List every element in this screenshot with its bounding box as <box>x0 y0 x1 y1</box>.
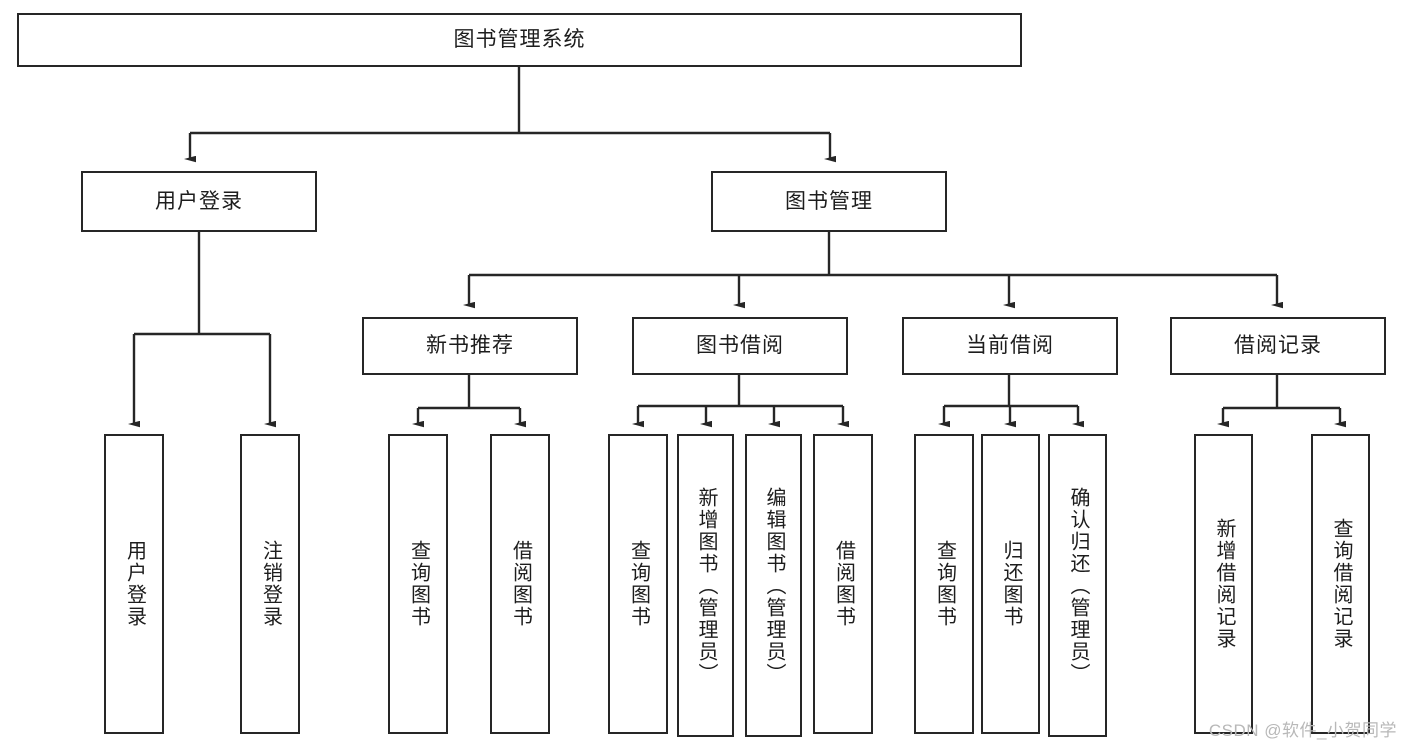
node-book-borrow-label: 图书借阅 <box>696 334 784 358</box>
node-book-manage-label: 图书管理 <box>785 189 873 213</box>
node-leaf-borrow-book-2-label: 借阅图书 <box>832 540 855 628</box>
node-leaf-edit-book[interactable]: 编辑图书（管理员） <box>745 434 802 737</box>
node-leaf-confirm-return[interactable]: 确认归还（管理员） <box>1048 434 1107 737</box>
node-leaf-user-login-label: 用户登录 <box>123 540 146 628</box>
node-leaf-add-book[interactable]: 新增图书（管理员） <box>677 434 734 737</box>
node-new-book-rec-label: 新书推荐 <box>426 334 514 358</box>
node-leaf-query-record[interactable]: 查询借阅记录 <box>1311 434 1370 734</box>
node-leaf-query-record-label: 查询借阅记录 <box>1330 518 1352 650</box>
node-leaf-add-record-label: 新增借阅记录 <box>1213 518 1235 650</box>
node-book-borrow[interactable]: 图书借阅 <box>632 317 848 375</box>
node-root-label: 图书管理系统 <box>453 28 586 52</box>
watermark-text: CSDN @软件_小贺同学 <box>1208 721 1397 740</box>
node-root[interactable]: 图书管理系统 <box>17 13 1022 67</box>
node-borrow-record-label: 借阅记录 <box>1234 334 1322 358</box>
node-leaf-logout[interactable]: 注销登录 <box>240 434 300 734</box>
node-user-login[interactable]: 用户登录 <box>81 171 317 232</box>
node-leaf-borrow-book-1-label: 借阅图书 <box>509 540 532 628</box>
node-leaf-query-book-3[interactable]: 查询图书 <box>914 434 974 734</box>
node-leaf-add-record[interactable]: 新增借阅记录 <box>1194 434 1253 734</box>
node-leaf-edit-book-label: 编辑图书（管理员） <box>763 486 785 685</box>
node-book-manage[interactable]: 图书管理 <box>711 171 947 232</box>
node-leaf-query-book-1[interactable]: 查询图书 <box>388 434 448 734</box>
node-leaf-query-book-2-label: 查询图书 <box>627 540 650 628</box>
node-new-book-rec[interactable]: 新书推荐 <box>362 317 578 375</box>
node-leaf-query-book-1-label: 查询图书 <box>407 540 430 628</box>
node-leaf-add-book-label: 新增图书（管理员） <box>695 486 717 685</box>
node-borrow-record[interactable]: 借阅记录 <box>1170 317 1386 375</box>
node-user-login-label: 用户登录 <box>155 189 243 213</box>
node-leaf-return-book-label: 归还图书 <box>1000 540 1022 628</box>
node-leaf-logout-label: 注销登录 <box>259 540 282 628</box>
node-leaf-borrow-book-2[interactable]: 借阅图书 <box>813 434 873 734</box>
node-leaf-query-book-3-label: 查询图书 <box>933 540 956 628</box>
node-leaf-user-login[interactable]: 用户登录 <box>104 434 164 734</box>
node-current-borrow-label: 当前借阅 <box>966 334 1054 358</box>
node-current-borrow[interactable]: 当前借阅 <box>902 317 1118 375</box>
node-leaf-return-book[interactable]: 归还图书 <box>981 434 1040 734</box>
node-leaf-confirm-return-label: 确认归还（管理员） <box>1067 486 1089 685</box>
node-leaf-borrow-book-1[interactable]: 借阅图书 <box>490 434 550 734</box>
node-leaf-query-book-2[interactable]: 查询图书 <box>608 434 668 734</box>
